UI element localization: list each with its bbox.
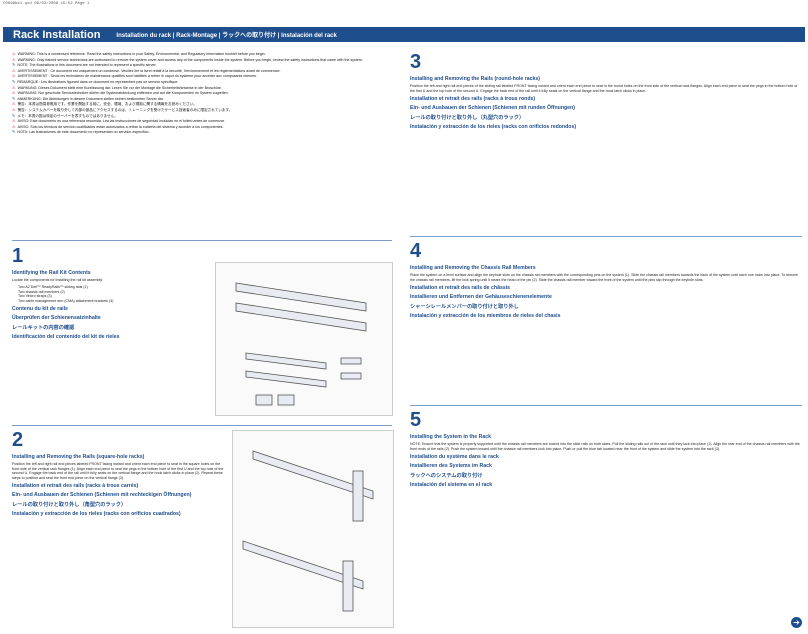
step-heading: Installation du système dans le rack — [410, 454, 499, 461]
warning-row: ⚠AVISO: Sólo los técnicos de servicio cu… — [12, 123, 224, 129]
next-page-button[interactable]: ➔ — [791, 617, 802, 628]
warning-icon: ⚠ — [12, 106, 16, 112]
divider — [410, 405, 802, 406]
step-heading: Ein- und Ausbauen der Schienen (Schienen… — [410, 105, 575, 112]
step-4-section: 4 Installing and Removing the Chassis Ra… — [410, 237, 800, 402]
step-heading: Installation et retrait des rails de châ… — [410, 285, 511, 292]
page-header: Rack Installation Installation du rack |… — [3, 27, 805, 42]
note-row: ✎REMARQUE : Les illustrations figurant d… — [12, 78, 179, 84]
step-heading: Ein- und Ausbauen der Schienen (Schienen… — [12, 492, 192, 499]
step-heading: Identificación del contenido del kit de … — [12, 334, 120, 341]
step-5-section: 5 Installing the System in the Rack NOTE… — [410, 406, 800, 606]
warning-row: ⚠WARNING: This is a condensed reference.… — [12, 52, 266, 56]
step-1-section: 1 Identifying the Rail Kit Contents Loca… — [12, 242, 212, 422]
warning-icon: ⚠ — [12, 123, 16, 129]
rail-install-illustration — [232, 430, 394, 628]
step-heading: Identifying the Rail Kit Contents — [12, 270, 91, 276]
step-heading: レールの取り付けと取り外し（丸型穴のラック） — [410, 115, 525, 122]
warning-icon: ⚠ — [12, 90, 16, 96]
warning-row: ⚠AVERTISSEMENT : Ce document est uniquem… — [12, 67, 281, 73]
step-heading: Installing and Removing the Chassis Rail… — [410, 265, 536, 271]
warning-row: ⚠WARNUNG: Dieses Dokument stellt eine Ku… — [12, 84, 222, 90]
crop-line: C0G98bk1.qxd 06/03/2009 15:52 Page 1 — [3, 2, 90, 6]
step-text: Position the left and right rail end pie… — [12, 462, 224, 480]
warning-icon: ⚠ — [12, 73, 16, 79]
page-subtitle: Installation du rack | Rack-Montage | ラッ… — [116, 33, 337, 39]
note-icon: ✎ — [12, 95, 16, 101]
warning-icon: ⚠ — [12, 56, 16, 62]
warning-row: ⚠WARNING: Only trained service technicia… — [12, 56, 363, 62]
warning-row: ⚠警告：システムカバーを取り外して内部の部品にアクセスするのは、トレーニングを受… — [12, 106, 233, 112]
step-heading: Installing and Removing the Rails (squar… — [12, 454, 145, 460]
warning-icon: ⚠ — [12, 84, 16, 90]
step-heading: Installieren des Systems im Rack — [410, 463, 492, 470]
note-row: ✎メモ：本書の図は特定のサーバーを表すものではありません。 — [12, 112, 118, 118]
warning-icon: ⚠ — [12, 52, 16, 56]
step-heading: Installing the System in the Rack — [410, 434, 492, 440]
note-row: ✎NOTE: The illustrations in this documen… — [12, 62, 157, 68]
warning-row: ⚠AVISO: Este documento es una referencia… — [12, 118, 225, 124]
warning-icon: ⚠ — [12, 67, 16, 73]
step-number: 1 — [12, 245, 24, 267]
warning-row: ⚠AVERTISSEMENT : Seuls les techniciens d… — [12, 73, 258, 79]
step-heading: ラックへのシステムの取り付け — [410, 473, 483, 480]
list-item: Two cable management arm (CMA) attachmen… — [18, 298, 114, 303]
step-heading: シャーシレールメンバーの取り付けと取り外し — [410, 304, 519, 311]
list-item: Two Velcro straps (3) — [18, 294, 52, 299]
note-row: ✎ANMERKUNG: Die Abbildungen in diesem Do… — [12, 95, 164, 101]
step-text: Position the left and right rail end pie… — [410, 84, 798, 93]
list-item: Two chassis rail members (2) — [18, 289, 65, 294]
step-2-section: 2 Installing and Removing the Rails (squ… — [12, 426, 227, 626]
list-item: Two A2 Dell™ ReadyRails™ sliding rails (… — [18, 285, 88, 290]
note-icon: ✎ — [12, 129, 16, 135]
step-intro: Locate the components for installing the… — [12, 278, 104, 282]
step-heading: Instalación y extracción de los miembros… — [410, 313, 561, 320]
page-title: Rack Installation — [13, 28, 101, 41]
note-icon: ✎ — [12, 78, 16, 84]
note-icon: ✎ — [12, 112, 16, 118]
step-heading: Installieren und Entfernen der Gehäusesc… — [410, 294, 552, 301]
step-heading: レールキットの内容の確認 — [12, 325, 75, 332]
warning-icon: ⚠ — [12, 101, 16, 107]
arrow-right-icon: ➔ — [793, 618, 800, 627]
step-text: NOTE: Ensure that the system is properly… — [410, 442, 800, 451]
warning-row: ⚠WARNUNG: Nur geschulte Servicetechniker… — [12, 90, 229, 96]
note-row: ✎NOTA: Las ilustraciones de este documen… — [12, 129, 150, 135]
divider — [12, 425, 392, 426]
step-number: 5 — [410, 409, 422, 431]
divider — [410, 236, 802, 237]
step-number: 3 — [410, 51, 422, 73]
step-text: Place the system on a level surface and … — [410, 273, 799, 282]
warning-row: ⚠警告：本書は簡易参照用です。作業を開始する前に、安全、環境、および規制に関する… — [12, 101, 197, 107]
divider — [12, 240, 392, 241]
step-heading: Überprüfen der Schienensatzinhalte — [12, 315, 101, 322]
step-number: 4 — [410, 240, 422, 262]
step-heading: Instalación y extracción de los rieles (… — [12, 511, 181, 518]
step-3-section: 3 Installing and Removing the Rails (rou… — [410, 48, 800, 234]
step-number: 2 — [12, 429, 24, 451]
step-heading: Instalación y extracción de los rieles (… — [410, 124, 577, 131]
step-heading: レールの取り付けと取り外し（角型穴のラック） — [12, 502, 127, 509]
rail-kit-illustration — [215, 262, 393, 416]
warning-icon: ⚠ — [12, 118, 16, 124]
step-heading: Installation et retrait des rails (racks… — [410, 96, 536, 103]
step-heading: Installation et retrait des rails (racks… — [12, 483, 139, 490]
step-heading: Installing and Removing the Rails (round… — [410, 76, 540, 82]
step-heading: Instalación del sistema en el rack — [410, 482, 493, 489]
warnings-section: ⚠WARNING: This is a condensed reference.… — [12, 52, 394, 237]
step-heading: Contenu du kit de rails — [12, 306, 68, 313]
note-icon: ✎ — [12, 62, 16, 68]
